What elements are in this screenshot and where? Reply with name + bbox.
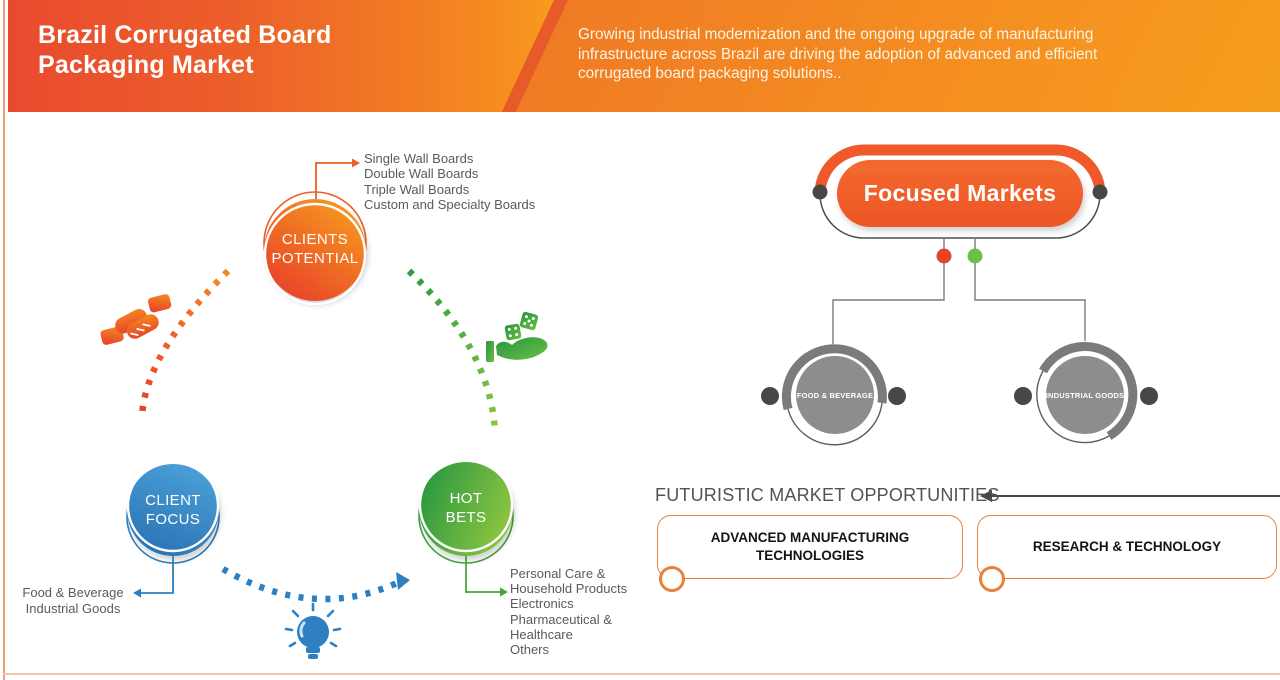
header-description: Growing industrial modernization and the… (578, 26, 1098, 82)
page-border-left (3, 0, 5, 680)
page-title-line2: Packaging Market (38, 51, 254, 79)
hot-bets-circle (418, 457, 514, 597)
industrial-goods-node (1014, 342, 1158, 444)
hot-bets-label: HOT BETS (445, 490, 487, 526)
dice-hand-icon (486, 311, 548, 362)
clients-potential-label: CLIENTS POTENTIAL (271, 231, 359, 267)
focused-markets-title: Focused Markets (863, 180, 1057, 206)
page-border-bottom (3, 673, 1280, 675)
clients-potential-circle (263, 158, 367, 306)
page-title: Brazil Corrugated Board Packaging Market (38, 20, 332, 80)
opportunity-box-advanced-manufacturing: ADVANCED MANUFACTURING TECHNOLOGIES (657, 515, 963, 579)
focused-markets-ring (812, 144, 1108, 239)
client-focus-label: CLIENT FOCUS (145, 492, 201, 528)
client-focus-items: Food & Beverage Industrial Goods (22, 585, 124, 616)
hot-bets-items: Personal Care & Household Products Elect… (510, 566, 628, 658)
box2-corner-circle (979, 566, 1005, 592)
industrial-goods-label: INDUSTRIAL GOODS (1045, 391, 1125, 400)
red-branch-dot (936, 248, 952, 264)
arc-focus-to-hotbets (221, 566, 399, 603)
green-branch-dot (967, 248, 983, 264)
page-title-line1: Brazil Corrugated Board (38, 21, 332, 49)
lightbulb-icon (284, 602, 342, 659)
client-focus-circle (126, 459, 220, 598)
arc-clients-to-hotbets (406, 268, 499, 432)
handshake-icon (100, 294, 172, 345)
arc-blue-arrowhead (396, 572, 410, 590)
arc-clients-to-focus (138, 268, 231, 417)
header-banner (8, 0, 1280, 112)
food-beverage-label: FOOD & BEVERAGE (796, 391, 874, 400)
opportunities-heading: FUTURISTIC MARKET OPPORTUNITIES (655, 485, 1000, 505)
box1-corner-circle (659, 566, 685, 592)
opportunity-box-research-technology: RESEARCH & TECHNOLOGY (977, 515, 1277, 579)
food-beverage-node (761, 344, 906, 446)
opportunities-arrow (980, 490, 1280, 502)
clients-potential-items: Single Wall Boards Double Wall Boards Tr… (364, 151, 536, 213)
focused-markets-branches (832, 238, 1086, 344)
